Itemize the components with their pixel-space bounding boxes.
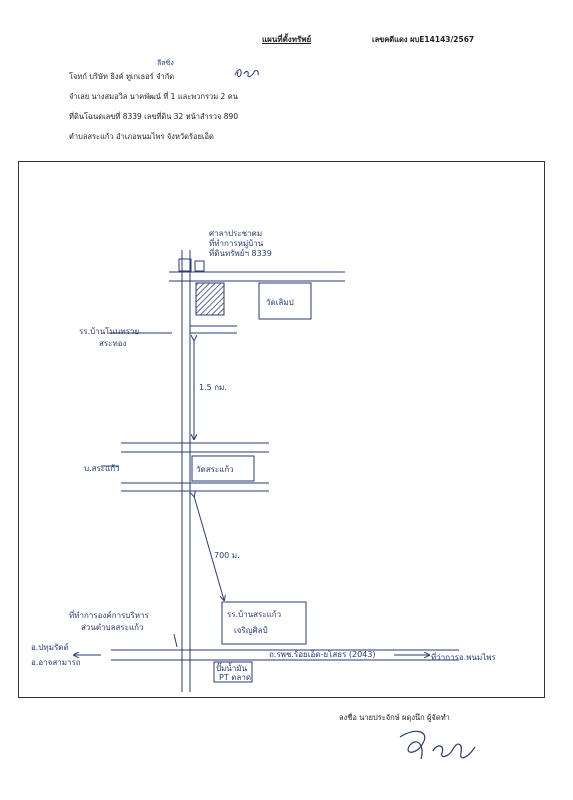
- label-village-office: ที่ทำการหมู่บ้าน: [209, 237, 264, 249]
- label-road: ถ.รพช.ร้อยเอ็ด-ยโสธร (2043): [269, 649, 376, 659]
- label-gas-line2: PT ตลาด: [219, 673, 251, 682]
- document-title: แผนที่ตั้งทรัพย์: [262, 35, 312, 44]
- label-distance2: 700 ม.: [214, 551, 240, 560]
- label-health-line2: ส่วนตำบลสระแก้ว: [81, 623, 143, 632]
- label-temple-top: วัดเลิมป: [266, 298, 294, 307]
- label-left-dest2: อ.อาจสามารถ: [31, 658, 81, 667]
- school2-box: [221, 601, 307, 645]
- defendant-line: จำเลย นางสมอวิล นาคพัฒน์ ที่ 1 และพวกรวม…: [69, 92, 238, 101]
- label-temple-mid: วัดสระแก้ว: [196, 465, 234, 474]
- initials-signature: [234, 69, 259, 78]
- label-health-line1: ที่ทำการองค์การบริหาร: [69, 609, 150, 620]
- label-school2-line2: เจริญศิลป์: [234, 625, 268, 635]
- signature: [399, 730, 476, 760]
- label-property: ที่ดินทรัพย์ฯ 8339: [209, 247, 272, 258]
- title-deed-line: ที่ดินโฉนดเลขที่ 8339 เลขที่ดิน 32 หน้าส…: [69, 112, 239, 121]
- label-left-dest1: อ.ปทุมรัตต์: [31, 642, 69, 652]
- property-plot: [195, 282, 225, 316]
- label-school1-line2: สระทอง: [99, 339, 127, 348]
- signer-line: ลงชื่อ นายประจักษ์ ผดุงนึก ผู้จัดทำ: [339, 713, 450, 722]
- label-school1-line1: รร.บ้านโนนทรวย: [79, 326, 139, 336]
- label-village: บ.สระแก้ว: [84, 464, 120, 473]
- gas-station-box: [213, 661, 253, 683]
- handwritten-insert: ลีสซิ่ง: [157, 59, 174, 67]
- plaintiff-line: โจทก์ บริษัท ธิงค์ ทูเกเธอร์ จำกัด: [69, 72, 175, 81]
- temple-top-box: [258, 282, 312, 320]
- temple-mid-box: [191, 455, 255, 482]
- location-line: ตำบลสระแก้ว อำเภอพนมไพร จังหวัดร้อยเอ็ด: [69, 132, 214, 141]
- location-map: ศาลาประชาคม ที่ทำการหมู่บ้าน ที่ดินทรัพย…: [18, 161, 545, 698]
- label-school2-line1: รร.บ้านสระแก้ว: [227, 610, 281, 619]
- label-right-dest: ที่ว่าการอ.พนมไพร: [431, 651, 497, 662]
- label-pavilion: ศาลาประชาคม: [209, 229, 262, 238]
- label-gas-line1: ปั๊มน้ำมัน: [216, 662, 248, 673]
- label-distance1: 1.5 กม.: [199, 383, 227, 392]
- case-number: เลขคดีแดง ผบE14143/2567: [372, 35, 475, 44]
